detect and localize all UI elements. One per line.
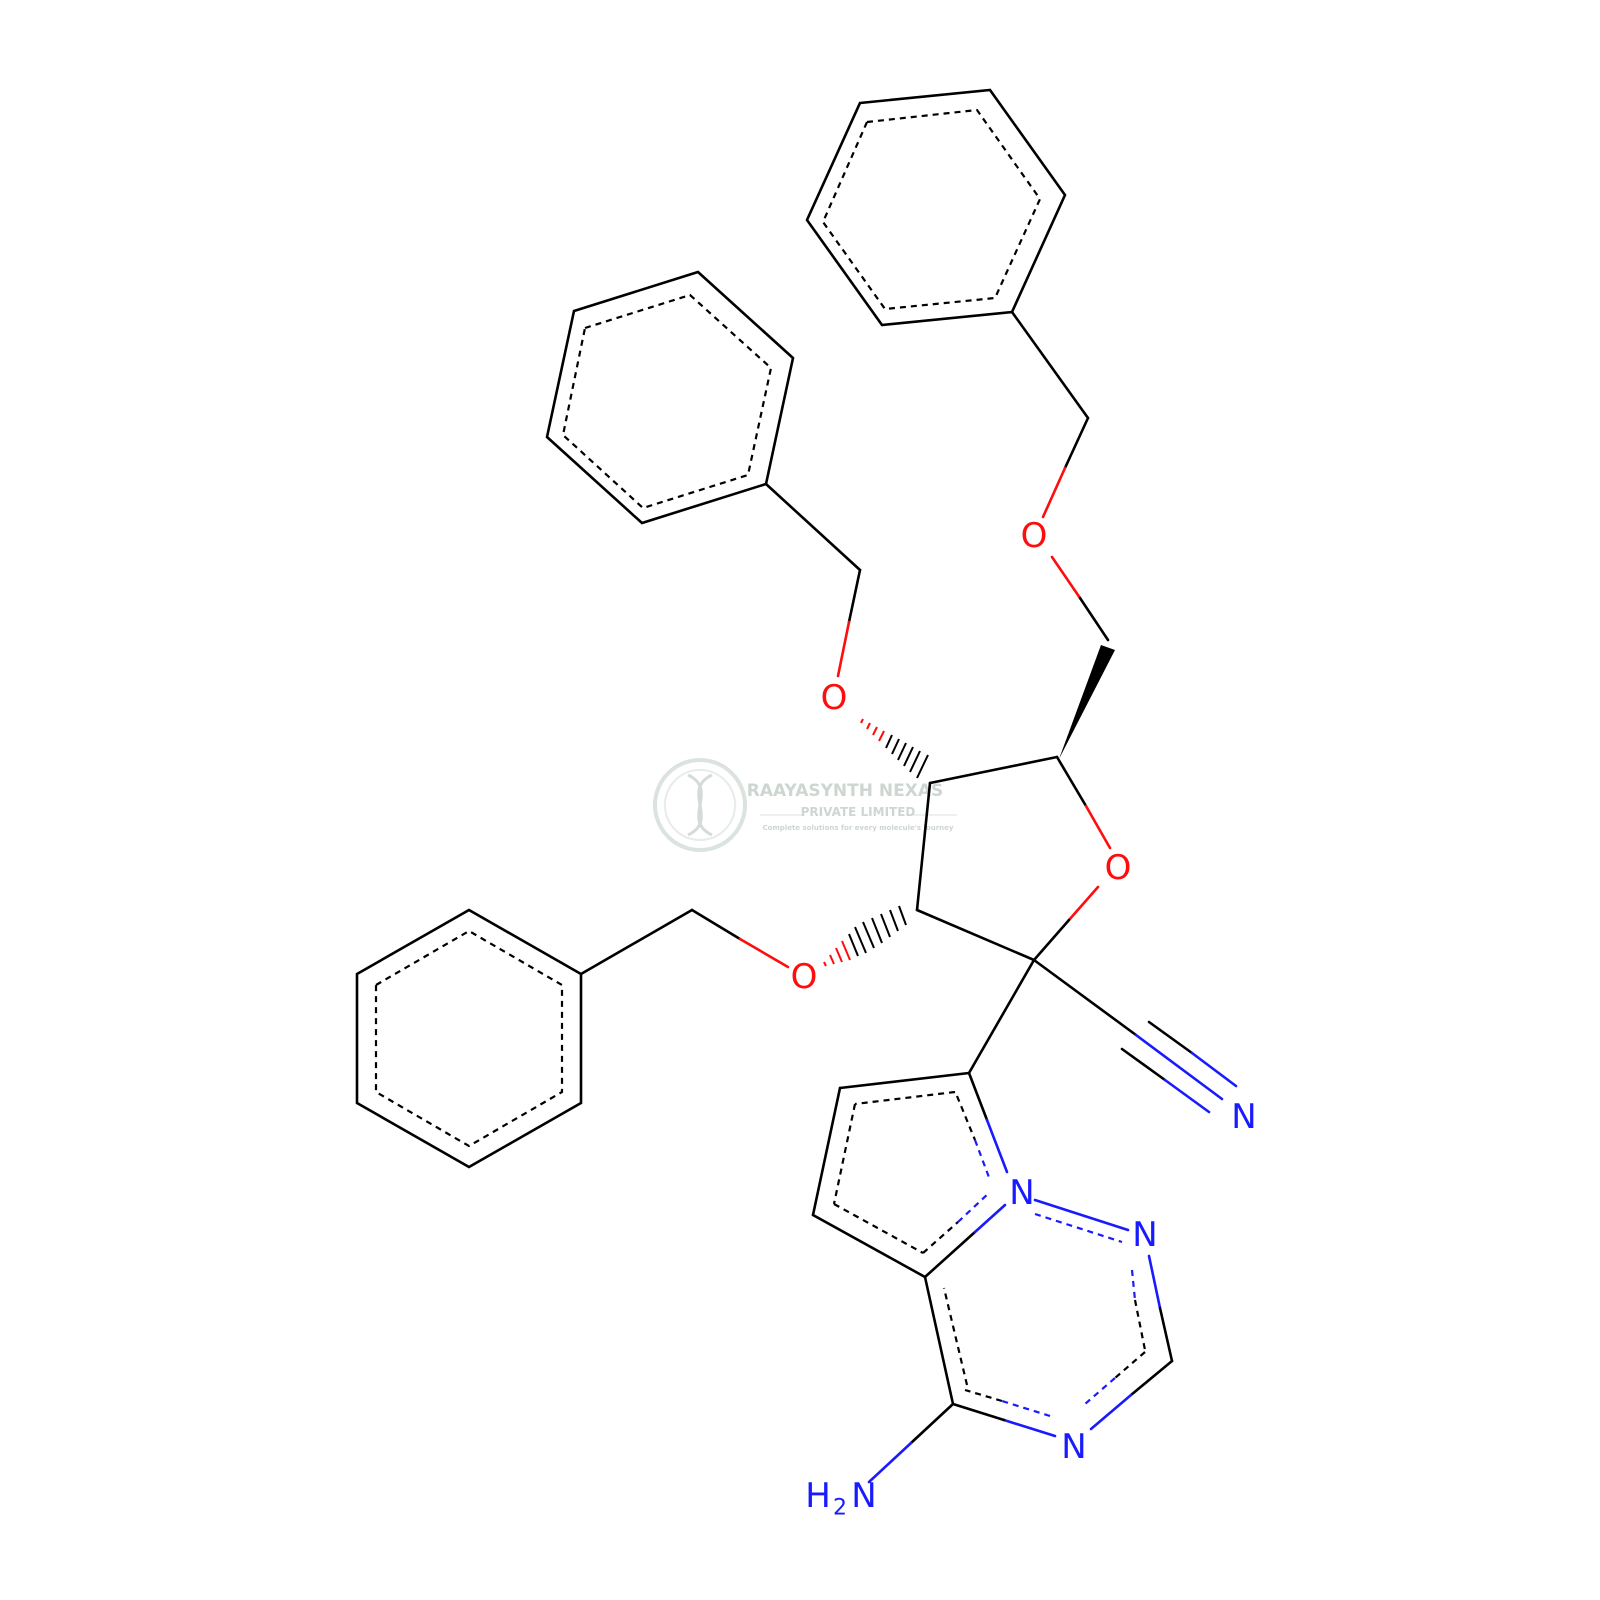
atom-nh2-h: H — [805, 1476, 831, 1516]
watermark-logo-icon — [653, 758, 747, 852]
atom-o-top: O — [1021, 516, 1048, 556]
triazine-ring — [923, 1198, 1174, 1438]
atom-nh2: H 2 N — [805, 1476, 877, 1521]
pyrrole-ring — [811, 1071, 1009, 1279]
atom-nh2-n: N — [851, 1476, 876, 1516]
bond — [1010, 310, 1090, 420]
atom-o-low: O — [791, 957, 818, 997]
atom-o-ring: O — [1105, 848, 1132, 888]
watermark-sub: PRIVATE LIMITED — [801, 805, 916, 819]
atom-n-nitrile: N — [1231, 1097, 1256, 1137]
hashed-bond-upper — [860, 718, 929, 779]
atom-nh2-sub: 2 — [833, 1496, 847, 1521]
atom-o-mid: O — [821, 678, 848, 718]
benzene-ring-top — [805, 88, 1067, 327]
nitrile-bond — [1032, 958, 1238, 1114]
watermark-company: RAAYASYNTH NEXAS — [747, 781, 944, 801]
wedge-bond — [1059, 645, 1115, 759]
atom-n-bridge: N — [1009, 1173, 1034, 1213]
hashed-bond-lower — [823, 905, 907, 967]
furanose-ring — [915, 755, 1112, 962]
atom-n-right: N — [1132, 1215, 1157, 1255]
watermark: RAAYASYNTH NEXAS PRIVATE LIMITED Complet… — [653, 758, 957, 852]
bond — [1063, 416, 1090, 470]
benzene-ring-middle — [545, 270, 795, 525]
benzene-ring-lower — [355, 908, 583, 1169]
atom-n-bottom: N — [1061, 1427, 1086, 1467]
watermark-tagline: Complete solutions for every molecule's … — [763, 824, 954, 832]
